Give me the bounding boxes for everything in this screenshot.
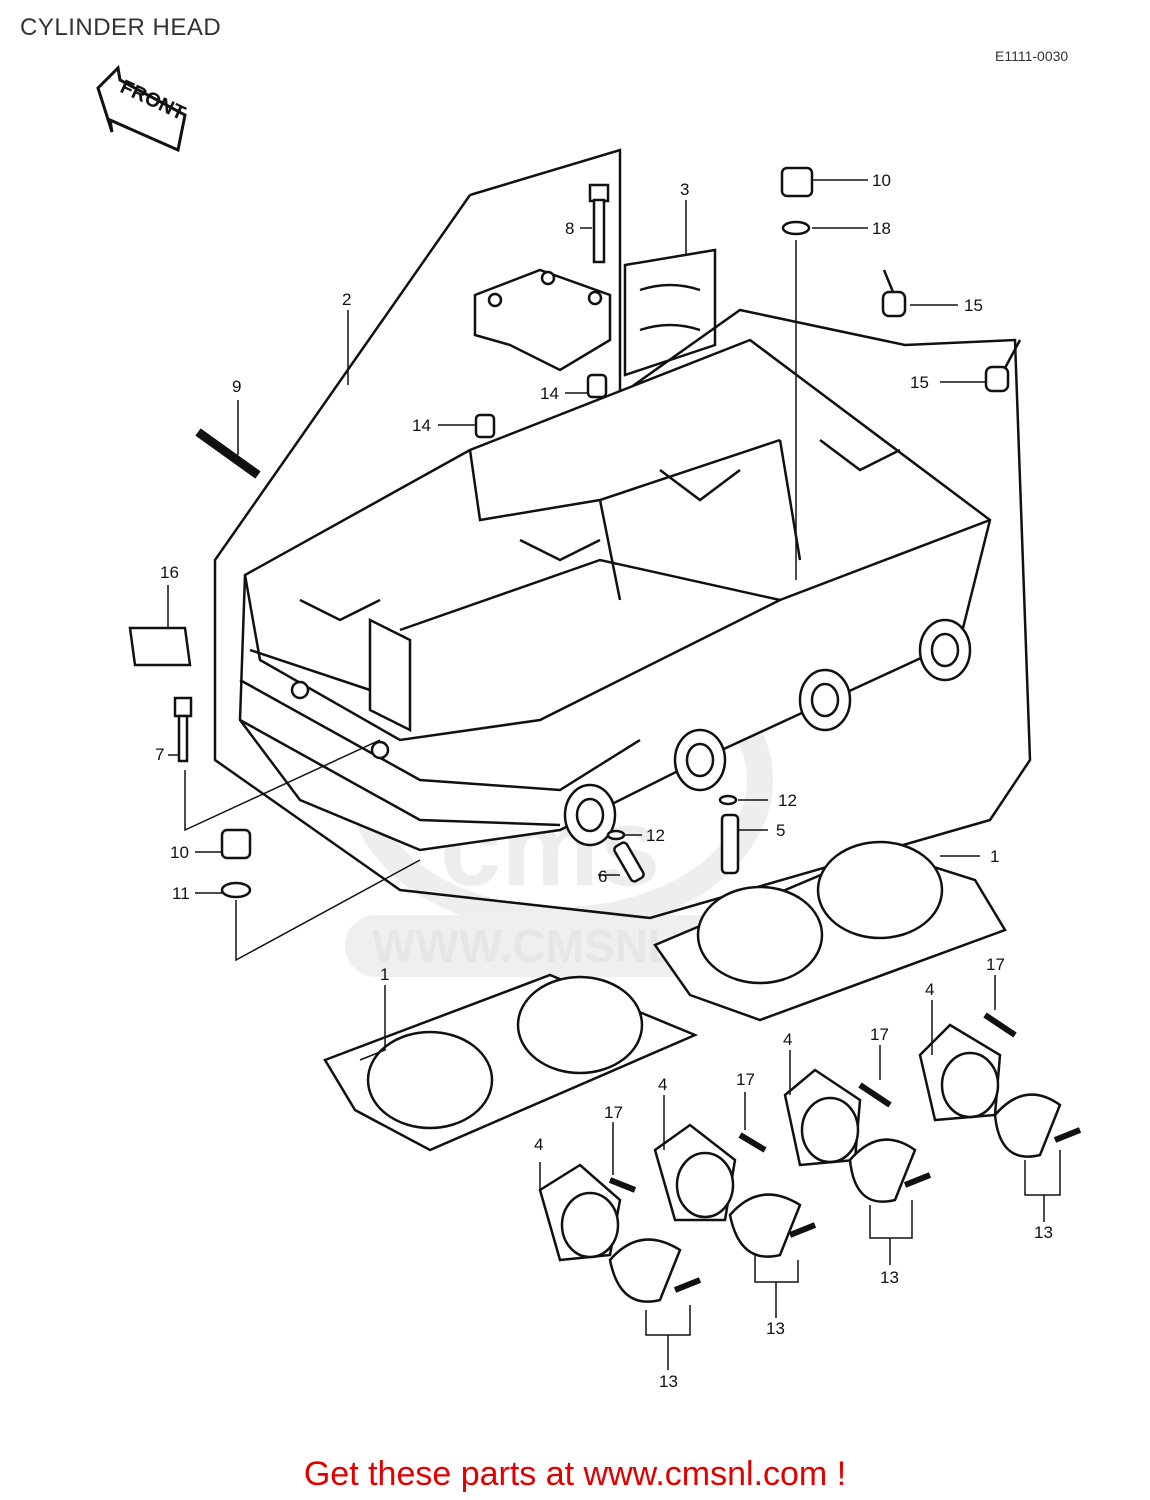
callout-9: 9 (232, 377, 241, 396)
cap-nut-10 (780, 166, 814, 198)
callout-3: 3 (680, 180, 689, 199)
callout-4-b: 4 (783, 1030, 792, 1049)
clip-16 (128, 626, 192, 667)
callout-1-lower: 1 (380, 965, 389, 984)
callout-4-d: 4 (534, 1135, 543, 1154)
footer-cta: Get these parts at www.cmsnl.com ! (303, 1455, 847, 1493)
callout-14-b: 14 (412, 416, 431, 435)
dowels-14 (474, 373, 608, 439)
washer-18 (781, 220, 811, 236)
callout-17-d: 17 (604, 1103, 623, 1122)
callout-15-b: 15 (910, 373, 929, 392)
bearing-set-3 (623, 248, 717, 377)
callout-4-a: 4 (925, 980, 934, 999)
intake-holders (538, 1012, 1082, 1303)
front-arrow-icon: FRONT (96, 64, 189, 153)
callout-13-a: 13 (659, 1372, 678, 1391)
callout-17-b: 17 (870, 1025, 889, 1044)
callout-16: 16 (160, 563, 179, 582)
callout-17-c: 17 (736, 1070, 755, 1089)
callout-11: 11 (172, 884, 190, 903)
cam-cap (473, 268, 612, 372)
diagram-code: E1111-0030 (995, 48, 1069, 64)
callout-2: 2 (342, 290, 351, 309)
bolt-7 (173, 696, 193, 763)
callout-13-d: 13 (1034, 1223, 1053, 1242)
callout-6: 6 (598, 867, 607, 886)
callout-8: 8 (565, 219, 574, 238)
page-title: CYLINDER HEAD (20, 14, 222, 41)
nut-10 (220, 828, 252, 860)
callout-5: 5 (776, 821, 785, 840)
valve-guides (606, 794, 740, 883)
callout-labels: 1 1 2 3 4 4 4 4 5 6 7 8 9 10 10 11 12 12… (155, 171, 1053, 1391)
cylinder-head-diagram: cms WWW.CMSNL.COM FRONT (96, 64, 1082, 1391)
bolt-8 (588, 183, 610, 264)
callout-17-a: 17 (986, 955, 1005, 974)
callout-14-a: 14 (540, 384, 559, 403)
callout-7: 7 (155, 745, 164, 764)
callout-10-top: 10 (872, 171, 891, 190)
callout-12-b: 12 (646, 826, 665, 845)
callout-18: 18 (872, 219, 891, 238)
leader-lines (167, 179, 1061, 1370)
cylinder-head (238, 338, 992, 852)
callout-4-c: 4 (658, 1075, 667, 1094)
callout-12-a: 12 (778, 791, 797, 810)
callout-13-b: 13 (766, 1319, 785, 1338)
stud-9 (195, 428, 261, 479)
callout-1-upper: 1 (990, 847, 999, 866)
head-gasket-upper (653, 840, 1007, 1022)
callout-13-c: 13 (880, 1268, 899, 1287)
callout-10-left: 10 (170, 843, 189, 862)
caps-15 (881, 269, 1022, 393)
head-gasket-lower (323, 973, 699, 1152)
washer-11 (220, 881, 252, 899)
callout-15-a: 15 (964, 296, 983, 315)
